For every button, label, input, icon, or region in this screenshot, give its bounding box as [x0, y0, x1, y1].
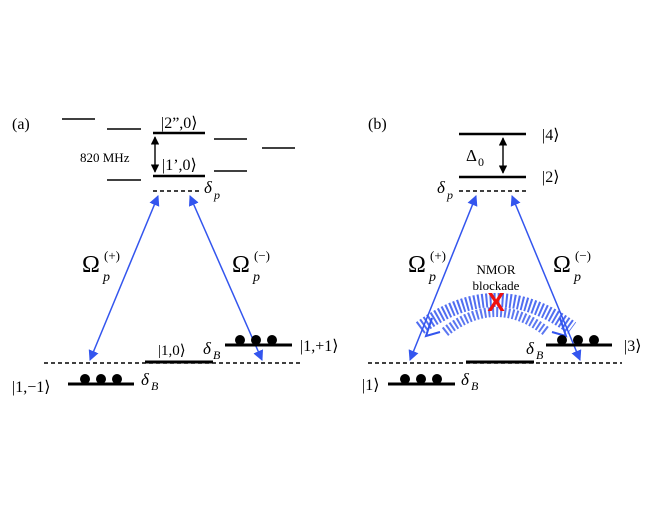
state-3-label: |3⟩	[624, 338, 641, 355]
delta-0-subscript: 0	[478, 155, 484, 169]
population-dot	[112, 374, 122, 384]
state-2-label: |2⟩	[542, 169, 559, 186]
nmor-label-line1: NMOR	[476, 262, 515, 277]
omega-minus-symbol: Ω	[232, 252, 250, 278]
laser-coupling-minus	[510, 195, 582, 361]
blockade-arc-inner	[441, 307, 551, 336]
delta-B-subscript: B	[151, 379, 159, 393]
laser-coupling-plus	[408, 195, 478, 361]
omega-minus-symbol: Ω	[553, 252, 571, 278]
delta-B-symbol: δ	[526, 339, 535, 358]
delta-B-symbol: δ	[141, 370, 150, 389]
blockade-arrowhead	[551, 317, 568, 338]
omega-minus-superscript: (−)	[575, 248, 591, 263]
omega-plus-subscript: p	[102, 270, 110, 285]
omega-plus-superscript: (+)	[430, 248, 446, 263]
omega-minus-superscript: (−)	[254, 248, 270, 263]
omega-minus-subscript: p	[573, 270, 581, 285]
delta-p-symbol: δ	[204, 178, 213, 197]
omega-plus-subscript: p	[428, 270, 436, 285]
state-4-label: |4⟩	[542, 127, 559, 144]
omega-plus-symbol: Ω	[408, 252, 426, 278]
laser-coupling-plus	[88, 195, 160, 361]
nmor-label-line2: blockade	[473, 278, 520, 293]
population-dot	[96, 374, 106, 384]
population-dot	[267, 335, 277, 345]
population-dot	[432, 374, 442, 384]
panel-b: (b) |4⟩ |2⟩ Δ 0 δ p Ω p (+) Ω p (−) NMOR…	[362, 116, 641, 394]
delta-p-subscript: p	[213, 188, 220, 202]
population-dot	[80, 374, 90, 384]
blockade-arc	[415, 293, 577, 334]
delta-B-symbol: δ	[461, 370, 470, 389]
delta-B-subscript: B	[213, 348, 221, 362]
population-dot	[589, 335, 599, 345]
omega-plus-symbol: Ω	[82, 252, 100, 278]
delta-p-symbol: δ	[437, 178, 446, 197]
panel-a-label: (a)	[12, 116, 30, 133]
delta-B-subscript: B	[471, 379, 479, 393]
population-dot	[235, 335, 245, 345]
blockade-arrowhead	[424, 317, 441, 338]
delta-p-subscript: p	[446, 188, 453, 202]
population-dot	[251, 335, 261, 345]
delta-0-symbol: Δ	[466, 146, 477, 165]
omega-minus-subscript: p	[252, 270, 260, 285]
delta-B-symbol: δ	[203, 339, 212, 358]
population-dot	[573, 335, 583, 345]
panel-a: (a) |2”,0⟩ |1’,0⟩ 820 MHz δ p Ω p (+) Ω …	[12, 115, 338, 396]
blockade-arc-outer	[415, 293, 577, 334]
blockade-cross-mark: X	[487, 287, 505, 317]
population-dot	[557, 335, 567, 345]
delta-B-subscript: B	[536, 348, 544, 362]
population-dot	[400, 374, 410, 384]
omega-plus-superscript: (+)	[104, 248, 120, 263]
laser-coupling-minus	[188, 195, 264, 361]
panel-b-label: (b)	[368, 116, 387, 133]
state-2pp0-label: |2”,0⟩	[161, 115, 198, 132]
blockade-arc	[441, 307, 551, 336]
splitting-frequency: 820 MHz	[80, 150, 130, 165]
state-1-label: |1⟩	[362, 377, 379, 394]
state-10-label: |1,0⟩	[158, 343, 186, 359]
state-1m1-label: |1,−1⟩	[12, 379, 50, 396]
state-1p0-label: |1’,0⟩	[162, 157, 197, 174]
population-dot	[416, 374, 426, 384]
state-1p1-label: |1,+1⟩	[300, 338, 338, 355]
